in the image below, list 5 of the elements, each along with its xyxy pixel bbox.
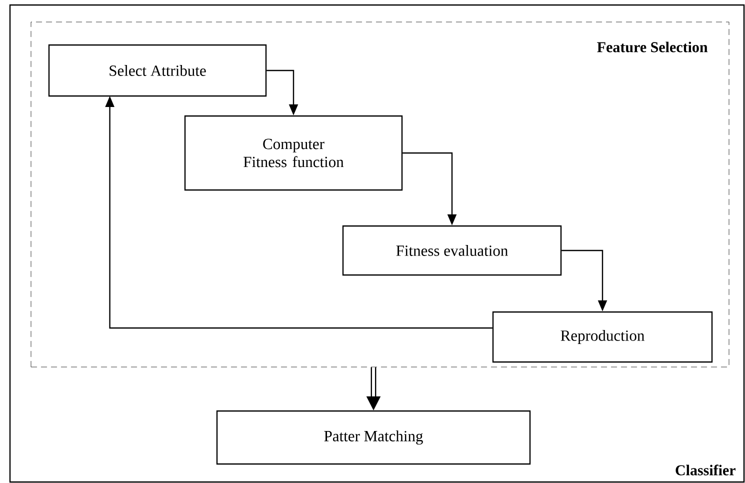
- process-box: Reproduction: [492, 311, 713, 363]
- process-box: Computer Fitness function: [184, 115, 403, 191]
- process-box: Fitness evaluation: [342, 225, 562, 276]
- process-box: Patter Matching: [216, 410, 531, 465]
- process-box: Select Attribute: [48, 44, 267, 97]
